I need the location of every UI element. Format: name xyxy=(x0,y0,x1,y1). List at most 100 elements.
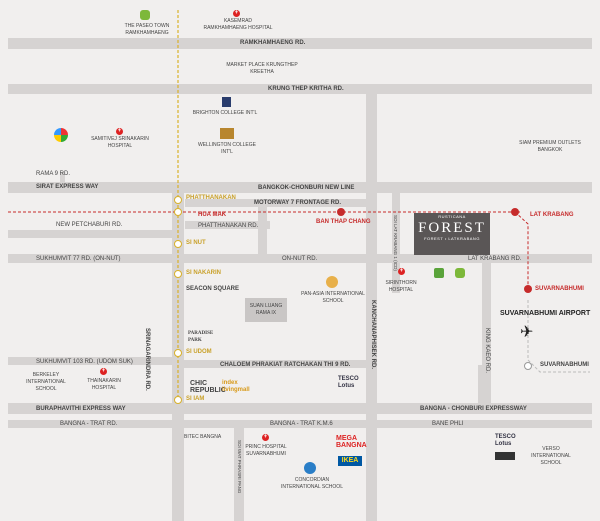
station-si-udom[interactable]: SI UDOM xyxy=(186,349,212,355)
label-sukhumvit77: SUKHUMVIT 77 RD. (ON-NUT) xyxy=(36,256,121,262)
label-bangkok-chonburi: BANGKOK-CHONBURI NEW LINE xyxy=(258,185,355,191)
suan-luang-park xyxy=(245,298,287,322)
place-seacon[interactable]: SEACON SQUARE xyxy=(186,286,240,292)
place-tesco2[interactable]: TESCO Lotus xyxy=(495,434,516,447)
place-sirinthorn[interactable]: SIRINTHORN HOSPITAL xyxy=(385,280,417,293)
paseo-logo xyxy=(140,10,150,20)
place-concordian[interactable]: CONCORDIAN INTERNATIONAL SCHOOL xyxy=(281,477,343,490)
label-bangna-trat-km6: BANGNA - TRAT K.M.6 xyxy=(270,421,333,427)
place-paseo[interactable]: THE PASEO TOWN RAMKHAMHAENG xyxy=(124,23,170,36)
place-mega[interactable]: MEGA BANGNA xyxy=(336,435,367,449)
station-si-nakarin[interactable]: SI NAKARIN xyxy=(186,270,222,276)
place-siam-premium[interactable]: SIAM PREMIUM OUTLETS BANGKOK xyxy=(519,140,581,153)
label-chaloem: CHALOEM PHRAKIAT RATCHAKAN THI 9 RD. xyxy=(220,362,351,368)
place-tesco1[interactable]: TESCO Lotus xyxy=(338,376,359,389)
road-ramkhamhaeng xyxy=(8,38,592,49)
road-onnut xyxy=(8,254,592,263)
place-paradise[interactable]: PARADISE PARK xyxy=(188,331,214,343)
place-ikea[interactable]: IKEA xyxy=(338,456,362,466)
place-kasemrad[interactable]: KASEMRAD RAMKHAMHAENG HOSPITAL xyxy=(203,18,273,31)
road-kanchanaphisek xyxy=(366,94,377,521)
project-subtitle-bottom: FOREST • LATKRABANG xyxy=(424,236,480,241)
place-princ[interactable]: PRINC HOSPITAL SUVARNABHUMI xyxy=(245,444,287,457)
road-burapha xyxy=(8,403,592,414)
robinson-logo xyxy=(434,268,444,278)
label-krungthep-kritha: KRUNG THEP KRITHA RD. xyxy=(268,86,344,92)
project-name: FOREST xyxy=(418,220,486,236)
road-soi-lat-krabang xyxy=(392,193,400,293)
station-hua-mak-marker xyxy=(174,208,182,216)
station-si-nut-marker xyxy=(174,240,182,248)
grey-line xyxy=(527,300,590,373)
label-bangna-trat: BANGNA - TRAT RD. xyxy=(60,421,118,427)
place-index[interactable]: index livingmall xyxy=(222,380,250,393)
road-krungthep-kritha xyxy=(8,84,592,94)
label-kanchanaphisek: KANCHANAPHISEK RD. xyxy=(370,300,376,370)
concordian-logo xyxy=(304,462,316,474)
road-phatthanakan xyxy=(185,221,270,229)
princ-hospital-icon: + xyxy=(262,434,269,441)
road-king-kaeo xyxy=(482,263,491,403)
road-motorway7 xyxy=(185,199,375,207)
station-ban-thap-chang[interactable]: BAN THAP CHANG xyxy=(316,219,371,225)
place-brighton[interactable]: BRIGHTON COLLEGE INT'L xyxy=(192,110,258,116)
project-forest-marker[interactable]: RUSTICANA FOREST FOREST • LATKRABANG xyxy=(414,213,490,255)
road-bangna-diag xyxy=(478,365,487,403)
place-wellington[interactable]: WELLINGTON COLLEGE INT'L xyxy=(198,142,256,155)
place-market-place[interactable]: MARKET PLACE KRUNGTHEP KREETHA xyxy=(226,62,298,75)
kasemrad-hospital-icon: + xyxy=(233,10,240,17)
road-rama9-stub xyxy=(60,172,65,182)
tu-logo xyxy=(54,128,68,142)
label-ramkhamhaeng: RAMKHAMHAENG RD. xyxy=(240,40,306,46)
thainakarin-hospital-icon: + xyxy=(100,368,107,375)
station-si-iam[interactable]: SI IAM xyxy=(186,396,205,402)
place-samitivej[interactable]: SAMITIVEJ SRINAKARIN HOSPITAL xyxy=(91,136,149,149)
wellington-crest xyxy=(220,128,234,139)
place-thainakarin[interactable]: THAINAKARIN HOSPITAL xyxy=(87,378,121,391)
road-bangna-trat xyxy=(8,420,592,428)
road-connector xyxy=(258,207,267,254)
place-chic[interactable]: CHIC REPUBLIC xyxy=(190,380,226,394)
road-bangkok-chonburi xyxy=(8,182,592,193)
station-si-nakarin-marker xyxy=(174,270,182,278)
label-king-kaeo: KING KAEO RD. xyxy=(484,328,490,374)
station-lat-krabang[interactable]: LAT KRABANG xyxy=(530,212,574,218)
station-lat-krabang-marker xyxy=(511,208,519,216)
station-suvarnabhumi-marker xyxy=(524,285,532,293)
makro-logo xyxy=(495,452,515,460)
label-sirat: SIRAT EXPRESS WAY xyxy=(36,184,99,190)
station-phatthanakan[interactable]: PHATTHANAKAN xyxy=(186,195,236,201)
station-phatthanakan-marker xyxy=(174,196,182,204)
label-srinagarindra: SRINAGARINDRA RD. xyxy=(144,328,150,391)
station-hua-mak[interactable]: HUA MAK xyxy=(198,212,227,218)
label-sukhumvit103: SUKHUMVIT 103 RD. (UDOM SUK) xyxy=(36,359,133,365)
label-lat-krabang-rd: LAT KRABANG RD. xyxy=(468,256,522,262)
label-bangna-chonburi: BANGNA - CHONBURI EXPRESSWAY xyxy=(420,406,527,412)
label-onnut: ON-NUT RD. xyxy=(282,256,318,262)
place-verso[interactable]: VERSO INTERNATIONAL SCHOOL xyxy=(531,446,571,466)
airplane-icon: ✈ xyxy=(520,324,534,341)
label-new-petchaburi: NEW PETCHABURI RD. xyxy=(56,222,123,228)
road-sukhumvit103 xyxy=(8,357,174,365)
label-burapha: BURAPHAVITHI EXPRESS WAY xyxy=(36,406,126,412)
label-bane-phli: BANE PHLI xyxy=(432,421,464,427)
place-bitec[interactable]: BITEC BANGNA xyxy=(184,434,222,440)
station-si-udom-marker xyxy=(174,349,182,357)
place-airport[interactable]: SUVARNABHUMI AIRPORT xyxy=(500,310,591,317)
samitivej-hospital-icon: + xyxy=(116,128,123,135)
station-suvarnabhumi[interactable]: SUVARNABHUMI xyxy=(535,286,584,292)
road-soi-wat-phrasri xyxy=(234,428,244,521)
road-new-petchaburi xyxy=(8,230,173,238)
label-phatthanakan-rd: PHATTHANAKAN RD. xyxy=(198,223,259,229)
station-suvarnabhumi-line[interactable]: SUVARNABHUMI xyxy=(540,362,589,368)
paseo-logo-2 xyxy=(455,268,465,278)
arl-branch xyxy=(514,211,529,288)
place-pan-asia[interactable]: PAN-ASIA INTERNATIONAL SCHOOL xyxy=(301,291,365,304)
station-si-nut[interactable]: SI NUT xyxy=(186,240,206,246)
label-rama9: RAMA 9 RD. xyxy=(36,171,71,177)
place-berkeley[interactable]: BERKELEY INTERNATIONAL SCHOOL xyxy=(26,372,66,392)
place-suan-luang[interactable]: SUAN LUANG RAMA IX xyxy=(249,303,283,316)
label-motorway7: MOTORWAY 7 FRONTAGE RD. xyxy=(254,200,342,206)
station-suvarnabhumi-line-marker xyxy=(524,362,532,370)
